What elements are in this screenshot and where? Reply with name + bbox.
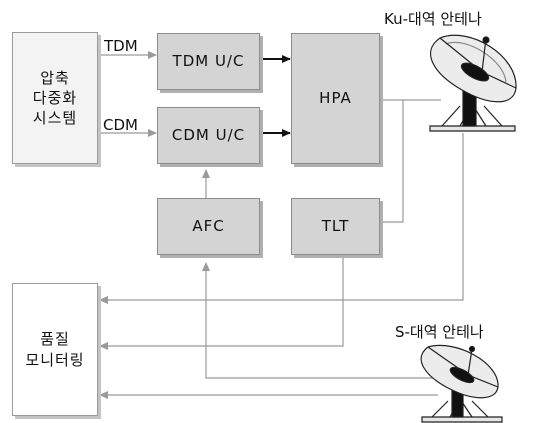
s-antenna-icon xyxy=(414,343,514,423)
afc-block: AFC xyxy=(157,198,260,255)
cdm-upconverter: CDM U/C xyxy=(157,107,260,164)
ku-antenna-label: Ku-대역 안테나 xyxy=(384,8,482,29)
ku-antenna-icon xyxy=(420,30,530,135)
tlt-to-monitor-line xyxy=(100,258,343,346)
quality-monitoring: 품질 모니터링 xyxy=(12,283,98,416)
tdm-upconverter: TDM U/C xyxy=(157,33,260,90)
ku-to-tlt-line xyxy=(383,100,403,222)
compression-multiplexing-system: 압축 다중화 시스템 xyxy=(12,32,98,164)
cdm-label: CDM xyxy=(103,116,138,134)
ku-to-monitor-line xyxy=(100,133,463,300)
tdm-label: TDM xyxy=(104,37,138,55)
tlt-block: TLT xyxy=(291,198,380,255)
s-antenna-label: S-대역 안테나 xyxy=(395,321,484,342)
hpa-amplifier: HPA xyxy=(291,33,380,164)
